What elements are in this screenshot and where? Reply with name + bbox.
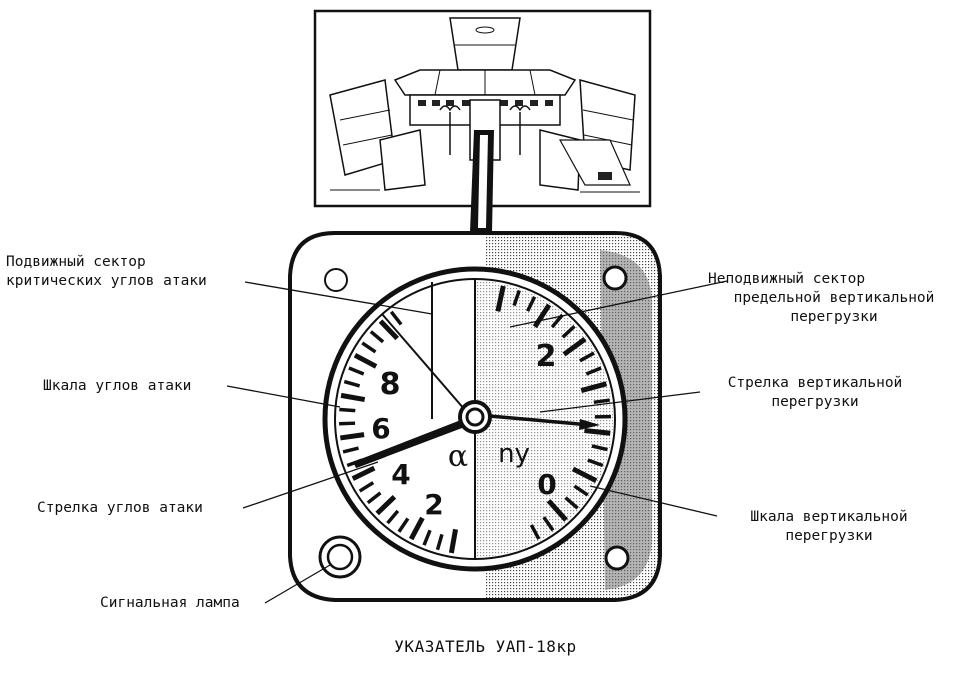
dial-tick [571,466,598,483]
aoa-pointer [353,418,470,468]
dial-tick [585,366,602,376]
dial-tick [351,465,376,481]
dial-tick [361,341,377,354]
label-load-scale-line2: перегрузки [785,528,873,544]
dial-tick [579,351,595,363]
aoa-number-6: 6 [371,412,390,445]
label-movable-sector-line1: Подвижный сектор [6,254,146,270]
dial-tick [389,310,403,326]
dial-tick [448,528,459,554]
dial-tick [339,421,356,426]
dial-tick [386,509,400,525]
load-pointer [477,413,600,430]
pointer-hub [458,400,492,434]
figure-caption: УКАЗАТЕЛЬ УАП-18кр [394,637,577,656]
label-load-pointer: Стрелка вертикальной перегрузки [700,374,930,412]
dial-tick [562,337,587,357]
dial-tick [587,458,604,468]
label-fixed-sector: Неподвижный сектор предельной вертикальн… [700,270,968,327]
label-signal-lamp: Сигнальная лампа [100,595,240,611]
dial-numerals: 8 6 4 2 2 0 α nу [371,339,556,521]
dial-tick [353,352,378,369]
dial-tick [512,289,521,307]
mounting-hole-top-right [602,265,628,291]
signal-lamp [318,535,362,579]
aoa-number-4: 4 [391,458,410,491]
dial-tick [343,379,361,388]
label-fixed-sector-line3: перегрузки [790,309,878,325]
label-load-pointer-line1: Стрелка вертикальной [727,375,903,391]
dial-tick [378,319,399,341]
dial-tick [573,484,589,497]
dial-tick [495,285,506,312]
label-load-scale-line1: Шкала вертикальной [750,509,908,525]
mounting-hole-bottom-right [604,545,630,571]
label-load-pointer-line2: перегрузки [771,394,859,410]
dial-tick [375,495,397,516]
label-aoa-pointer: Стрелка углов атаки [37,500,203,516]
dial-tick [529,524,541,540]
dial-tick [397,517,410,533]
dial-tick [591,444,608,452]
dial-tick [366,491,382,505]
aoa-number-2: 2 [424,488,443,521]
dial-tick [369,330,385,344]
label-load-scale: Шкала вертикальной перегрузки [718,508,940,546]
dial-tick [542,516,555,532]
label-movable-sector-line2: критических углов атаки [6,273,207,289]
inset-pointer [470,130,494,232]
label-movable-sector: Подвижный сектор критических углов атаки [6,253,207,291]
dial-tick [561,324,576,339]
dial-tick [358,481,375,493]
dial-tick [580,381,608,393]
dial-tick [584,428,611,436]
dial-tick [339,407,356,413]
cockpit-inset [313,9,652,208]
dial-tick [342,446,359,454]
dial-tick [348,366,365,376]
label-fixed-sector-line1: Неподвижный сектор [708,271,866,287]
label-fixed-sector-line2: предельной вертикальной [733,290,935,306]
dial-tick [422,529,432,546]
dial-tick [532,303,552,329]
dial-face [322,266,628,572]
dial-ticks [339,285,612,554]
aoa-number-8: 8 [380,367,401,402]
dial-tick [526,295,537,312]
dial-tick [435,533,444,551]
load-number-0: 0 [537,468,556,501]
dial-tick [340,392,366,403]
alpha-symbol: α [448,439,468,474]
dial-tick [564,496,579,510]
load-number-2: 2 [536,339,557,374]
mounting-hole-top-left [324,268,348,292]
leader-lines [226,280,728,604]
dial-tick [339,432,365,441]
dial-tick [408,516,425,541]
dial-tick [593,398,610,405]
ny-symbol: nу [498,439,530,469]
label-aoa-scale: Шкала углов атаки [43,378,192,394]
dial-tick [546,499,568,522]
